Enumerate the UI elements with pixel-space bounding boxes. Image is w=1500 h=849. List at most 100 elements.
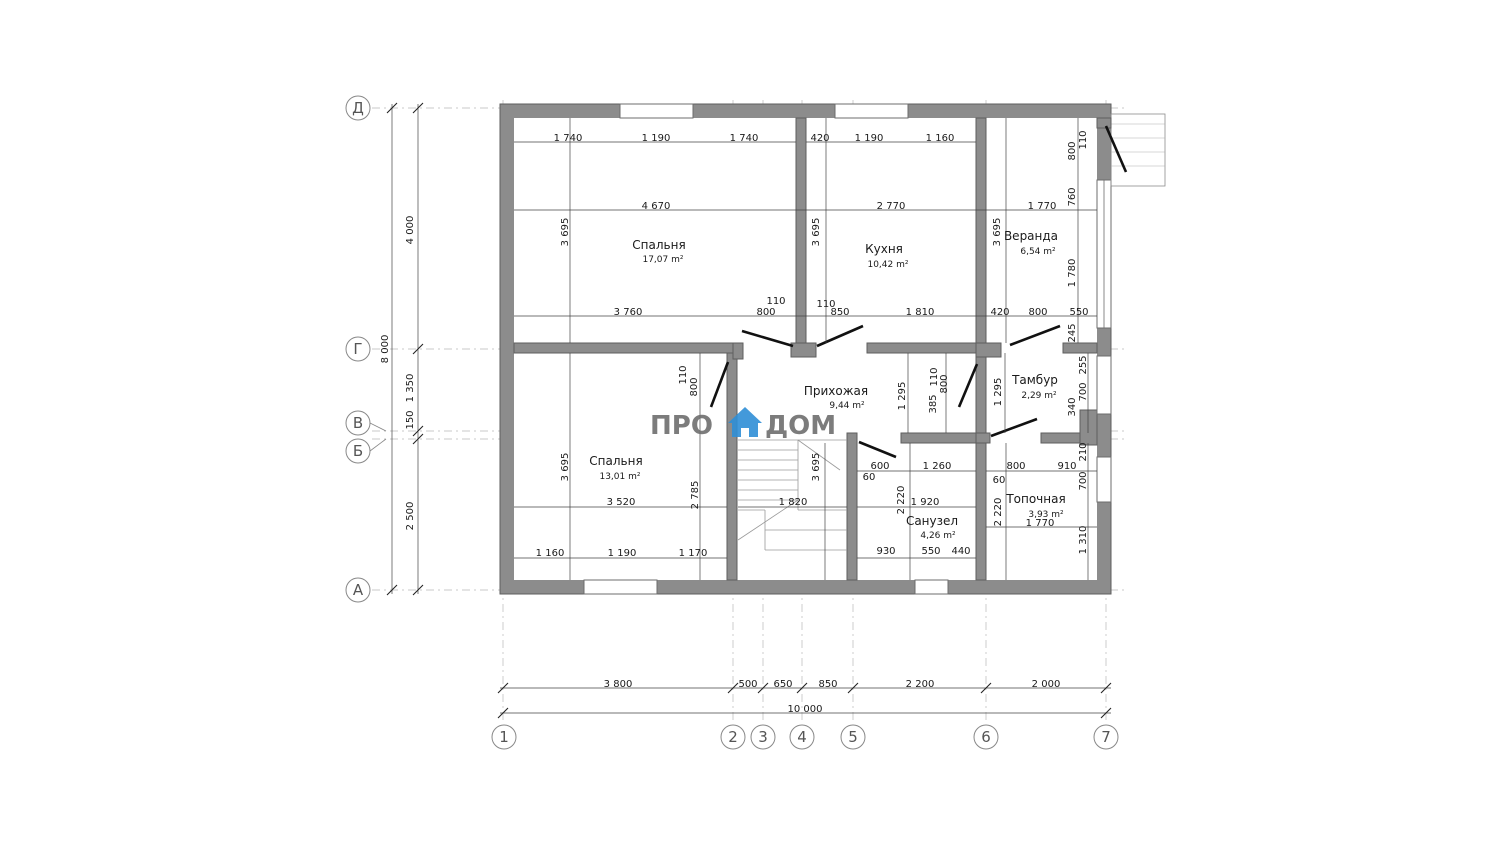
dim-text: 850	[830, 307, 849, 318]
room-name-kitchen: Кухня	[865, 242, 903, 256]
dim-text: 3 695	[560, 453, 571, 482]
dim-text: 930	[876, 546, 895, 557]
interior-walls	[513, 117, 1098, 581]
dim-text: 60	[993, 475, 1006, 486]
dim-text: 385	[928, 394, 939, 413]
dim-text: 550	[1069, 307, 1088, 318]
dim-text: 800	[1028, 307, 1047, 318]
dim-bottom-2000: 2 000	[1032, 679, 1061, 690]
room-area-kitchen: 10,42 m²	[867, 260, 908, 270]
dim-text: 3 760	[614, 307, 643, 318]
dim-text: 3 695	[992, 218, 1003, 247]
room-area-bedroom-1: 17,07 m²	[642, 255, 683, 265]
dim-text: 800	[689, 377, 700, 396]
dim-text: 2 770	[877, 201, 906, 212]
dim-text: 1 820	[779, 497, 808, 508]
dim-text: 1 770	[1028, 201, 1057, 212]
dim-left-2500: 2 500	[405, 502, 416, 531]
dim-total-width: 10 000	[788, 704, 823, 715]
dim-left-1350: 1 350	[405, 374, 416, 403]
room-area-vestibule: 2,29 m²	[1021, 391, 1057, 401]
room-area-bathroom: 4,26 m²	[920, 531, 956, 541]
room-name-bathroom: Санузел	[906, 514, 958, 528]
dim-text: 700	[1078, 471, 1089, 490]
dim-text: 110	[816, 299, 835, 310]
axis-markers-vertical: Д Г В Б А	[345, 95, 387, 603]
dim-text: 110	[766, 296, 785, 307]
house-icon	[728, 407, 762, 437]
dim-text: 1 310	[1078, 526, 1089, 555]
dim-text: 1 160	[536, 548, 565, 559]
dim-text: 2 220	[896, 486, 907, 515]
dim-text: 1 780	[1067, 259, 1078, 288]
dim-bottom-850: 850	[818, 679, 837, 690]
dim-text: 1 260	[923, 461, 952, 472]
dim-text: 110	[929, 367, 940, 386]
dim-text: 420	[810, 133, 829, 144]
interior-dimension-texts: 1 740 1 190 1 740 420 1 190 1 160 4 670 …	[536, 130, 1089, 559]
dim-bottom-500: 500	[738, 679, 757, 690]
room-name-hallway: Прихожая	[804, 384, 868, 398]
dim-text: 3 695	[811, 218, 822, 247]
dim-text: 1 190	[642, 133, 671, 144]
axis-label-g: Г	[353, 340, 362, 358]
dim-text: 440	[951, 546, 970, 557]
dim-text: 1 190	[608, 548, 637, 559]
axis-label-v: В	[353, 414, 363, 432]
dim-text: 340	[1067, 397, 1078, 416]
room-labels: Спальня 17,07 m² Кухня 10,42 m² Веранда …	[589, 229, 1065, 541]
dim-text: 1 170	[679, 548, 708, 559]
dim-text: 1 295	[993, 378, 1004, 407]
room-area-hallway: 9,44 m²	[829, 401, 865, 411]
dim-text: 3 695	[811, 453, 822, 482]
windows	[583, 103, 1112, 595]
axis-label-b: Б	[353, 442, 363, 460]
logo-watermark: ПРО ДОМ	[650, 407, 836, 441]
dim-text: 2 220	[993, 498, 1004, 527]
dim-text: 2 785	[690, 481, 701, 510]
dim-text: 800	[939, 374, 950, 393]
dim-text: 4 670	[642, 201, 671, 212]
room-name-vestibule: Тамбур	[1011, 373, 1058, 387]
room-name-bedroom-1: Спальня	[632, 238, 685, 252]
logo-text-pro: ПРО	[650, 411, 713, 441]
dim-text: 700	[1078, 382, 1089, 401]
dim-text: 800	[1067, 141, 1078, 160]
dim-text: 60	[863, 472, 876, 483]
dim-text: 3 695	[560, 218, 571, 247]
room-name-boiler-room: Топочная	[1005, 492, 1065, 506]
dim-text: 910	[1057, 461, 1076, 472]
dim-text: 1 740	[554, 133, 583, 144]
dim-text: 800	[756, 307, 775, 318]
dim-text: 1 295	[897, 382, 908, 411]
axis-label-a: А	[353, 581, 364, 599]
logo-text-dom: ДОМ	[765, 411, 836, 441]
axis-markers-horizontal: 1 2 3 4 5 6 7	[491, 724, 1119, 750]
dim-text: 1 740	[730, 133, 759, 144]
room-name-veranda: Веранда	[1004, 229, 1058, 243]
interior-dimension-lines	[514, 118, 1097, 580]
axis-label-5: 5	[848, 728, 858, 746]
dim-bottom-650: 650	[773, 679, 792, 690]
dim-text: 3 520	[607, 497, 636, 508]
axis-label-2: 2	[728, 728, 738, 746]
axis-label-1: 1	[499, 728, 509, 746]
left-dimensions: 4 000 8 000 1 350 150 2 500	[380, 102, 424, 596]
bottom-dimensions: 3 800 500 650 850 2 200 2 000 10 000	[497, 679, 1112, 719]
room-area-bedroom-2: 13,01 m²	[599, 472, 640, 482]
dim-text: 110	[678, 365, 689, 384]
room-area-boiler-room: 3,93 m²	[1028, 510, 1064, 520]
dim-left-4000: 4 000	[405, 216, 416, 245]
axis-label-3: 3	[758, 728, 768, 746]
dim-text: 420	[990, 307, 1009, 318]
dim-left-8000: 8 000	[380, 335, 391, 364]
dim-text: 550	[921, 546, 940, 557]
dim-text: 110	[1078, 130, 1089, 149]
dim-text: 1 160	[926, 133, 955, 144]
dim-text: 600	[870, 461, 889, 472]
dim-bottom-2200: 2 200	[906, 679, 935, 690]
dim-text: 1 770	[1026, 518, 1055, 529]
dim-left-150: 150	[405, 410, 416, 429]
axis-label-d: Д	[352, 99, 364, 117]
